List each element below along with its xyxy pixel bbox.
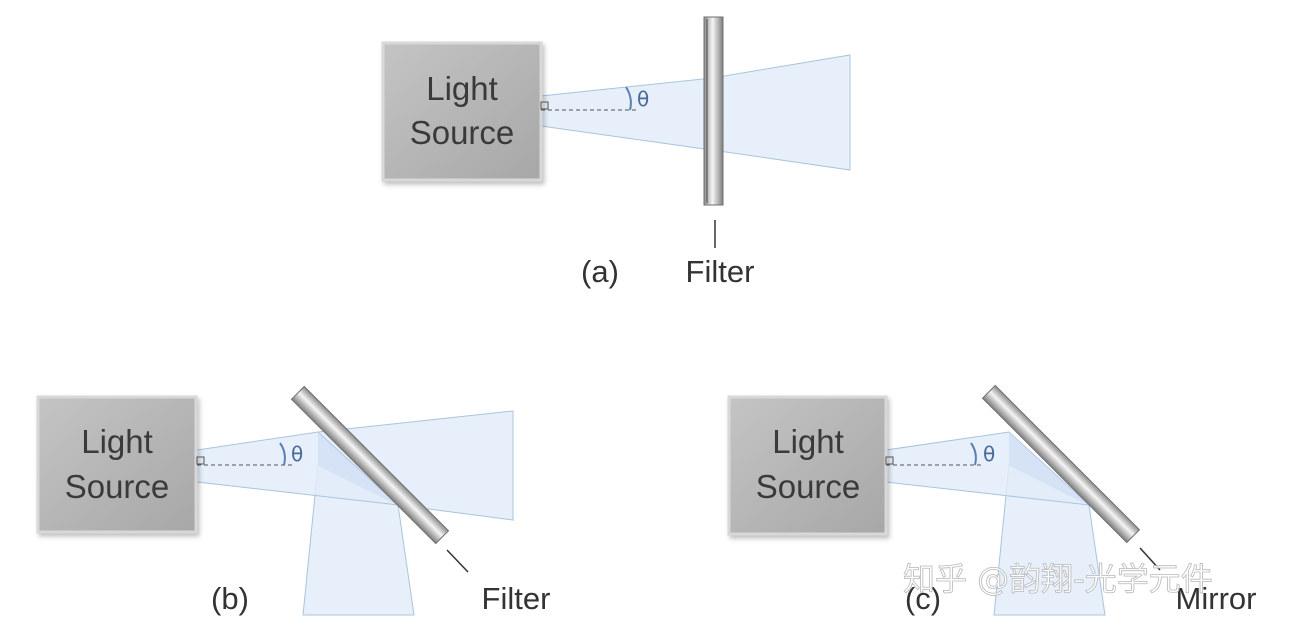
filter-label: Filter bbox=[686, 254, 755, 289]
angle-arc bbox=[970, 442, 977, 466]
panel-caption: (c) bbox=[905, 581, 941, 616]
angle-theta-label: θ bbox=[637, 87, 649, 111]
light-source-label-line1: Light bbox=[81, 423, 153, 460]
angle-theta-label: θ bbox=[291, 442, 303, 466]
mirror-label: Mirror bbox=[1176, 581, 1257, 616]
light-source-box bbox=[727, 395, 888, 536]
angle-arc bbox=[625, 86, 632, 111]
mirror-leader-line bbox=[1139, 547, 1161, 571]
filter-leader-line bbox=[446, 549, 469, 573]
panel-a: Light Source θ Filter (a) bbox=[381, 16, 851, 289]
right-angle-marker bbox=[196, 456, 205, 465]
beam-transmitted bbox=[316, 410, 514, 521]
mirror-plate bbox=[981, 384, 1141, 544]
filter-label: Filter bbox=[482, 581, 551, 616]
light-source-label-line1: Light bbox=[772, 423, 844, 460]
light-source-label-line2: Source bbox=[756, 468, 861, 505]
light-source-box bbox=[36, 395, 198, 534]
watermark-text: 知乎 @韵翔-光学元件 bbox=[903, 560, 1213, 598]
angle-arc bbox=[279, 442, 286, 466]
panel-caption: (b) bbox=[211, 581, 249, 616]
light-source-label-line2: Source bbox=[410, 114, 515, 151]
light-source-label-line2: Source bbox=[65, 468, 170, 505]
beam-overlap bbox=[1009, 432, 1089, 505]
beam-transmitted bbox=[711, 54, 851, 171]
filter-plate bbox=[290, 385, 450, 545]
light-source-label-line1: Light bbox=[426, 70, 498, 107]
right-angle-marker bbox=[540, 101, 549, 110]
panel-caption: (a) bbox=[581, 254, 619, 289]
light-source-box bbox=[381, 41, 543, 182]
filter-plate bbox=[703, 16, 724, 206]
panel-c: Light Source θ (c) Mirror bbox=[727, 384, 1257, 616]
beam-overlap bbox=[318, 432, 398, 505]
right-angle-marker bbox=[885, 456, 894, 465]
panel-b: Light Source θ Filter (b) bbox=[36, 385, 551, 616]
angle-theta-label: θ bbox=[983, 442, 995, 466]
